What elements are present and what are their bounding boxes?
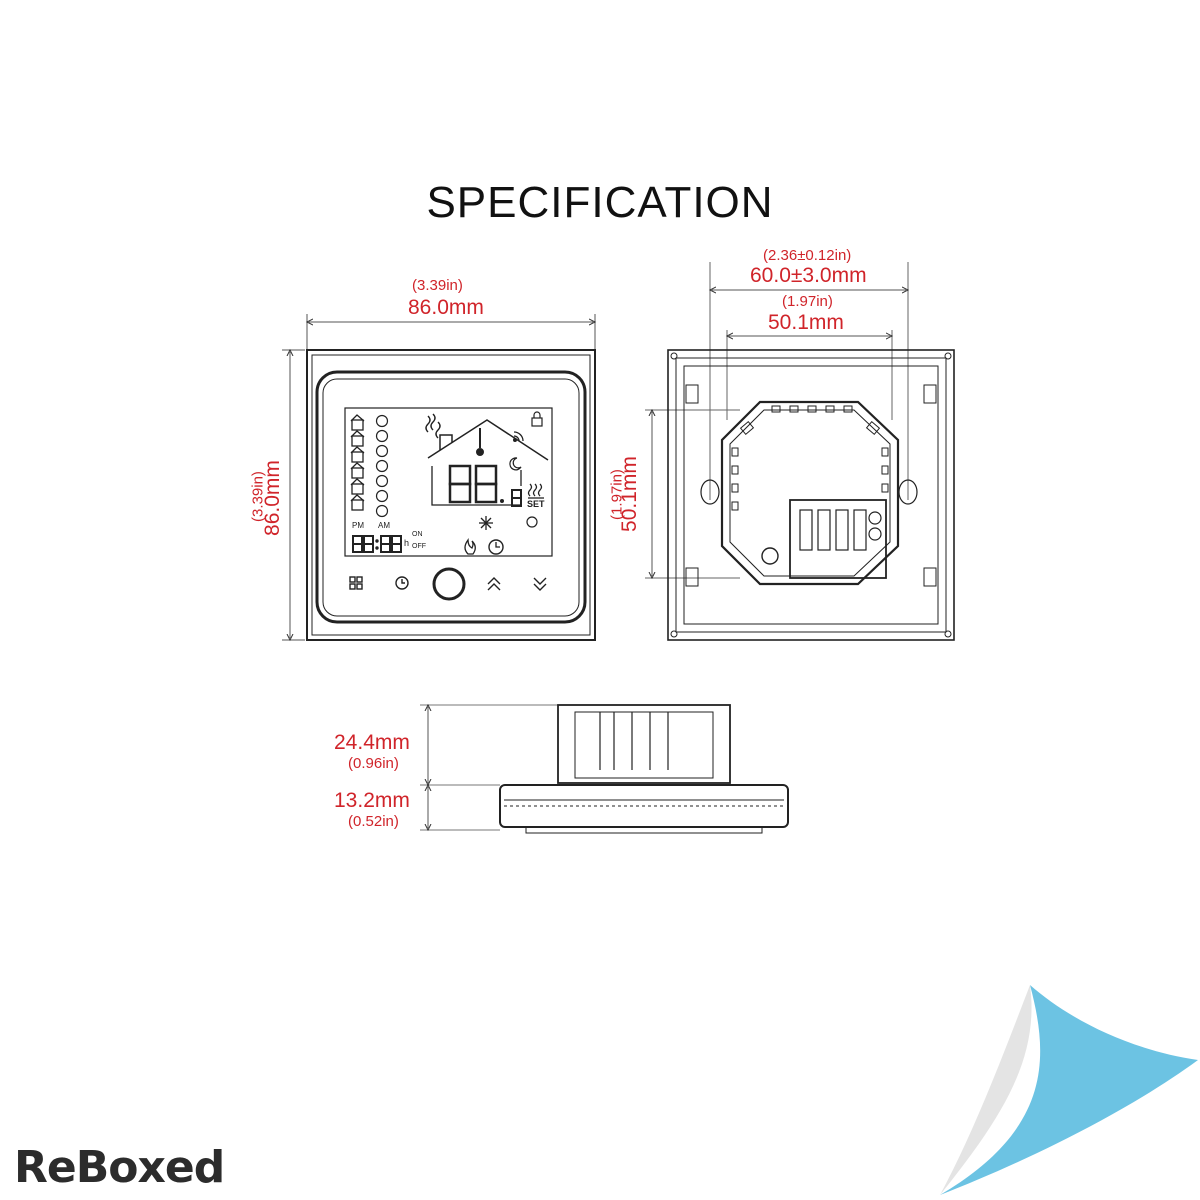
temp-digits — [448, 464, 498, 504]
back-outer-width-mm: 60.0±3.0mm — [750, 264, 867, 287]
brand-logo: ReBoxed — [14, 1142, 225, 1193]
program-icons — [350, 414, 365, 511]
h-label: h — [404, 538, 410, 548]
corner-logo-icon — [940, 985, 1198, 1195]
side-body-in: (0.52in) — [348, 813, 399, 830]
off-label: OFF — [412, 543, 426, 550]
menu-icon — [349, 576, 363, 590]
set-label: SET — [527, 499, 545, 509]
back-inner-width-mm: 50.1mm — [768, 311, 844, 334]
front-width-mm: 86.0mm — [408, 296, 484, 319]
clock-digits — [352, 535, 402, 553]
side-depth-mm: 24.4mm — [334, 731, 410, 754]
on-label: ON — [412, 531, 423, 538]
page-title: SPECIFICATION — [426, 178, 774, 227]
back-module — [720, 400, 900, 586]
front-width-in: (3.39in) — [412, 277, 463, 294]
front-outer-frame — [306, 349, 596, 641]
house-roof — [427, 419, 549, 461]
power-icon — [432, 567, 466, 601]
front-view — [282, 314, 595, 640]
down-icon — [533, 577, 547, 591]
side-depth-in: (0.96in) — [348, 755, 399, 772]
front-bezel — [315, 370, 587, 624]
lcd-screen — [344, 407, 553, 557]
side-back-module — [557, 704, 731, 784]
back-inner-width-in: (1.97in) — [782, 293, 833, 310]
up-icon — [487, 577, 501, 591]
pm-label: PM — [352, 521, 364, 530]
back-plate — [667, 349, 955, 641]
clock-icon — [395, 576, 409, 590]
side-view — [420, 704, 789, 834]
back-view — [645, 262, 955, 641]
terminal-block — [789, 499, 887, 579]
back-outer-width-in: (2.36±0.12in) — [763, 247, 852, 264]
back-height-mm: 50.1mm — [618, 456, 641, 532]
am-label: AM — [378, 521, 390, 530]
side-body-mm: 13.2mm — [334, 789, 410, 812]
front-height-mm: 86.0mm — [261, 460, 284, 536]
